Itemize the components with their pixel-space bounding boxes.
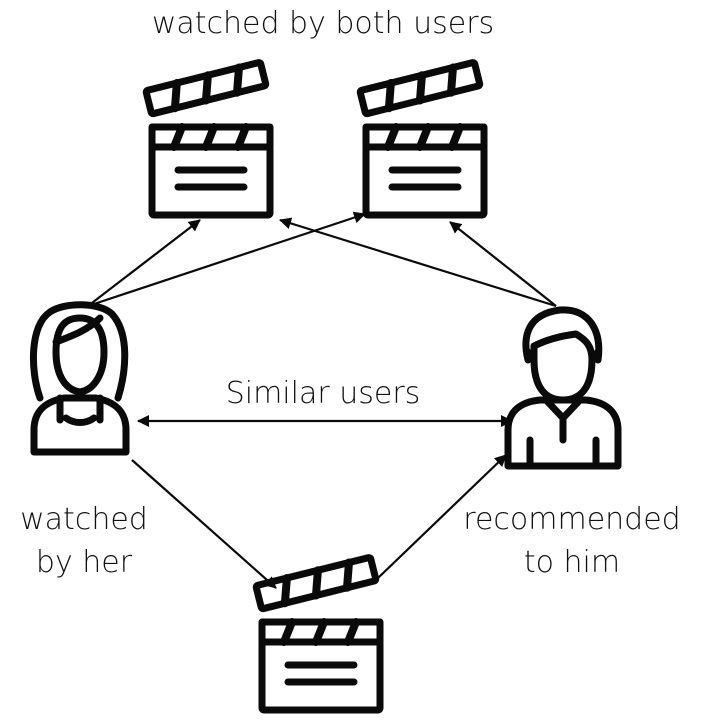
edge-him-to-movie-1 [279,217,557,308]
clapperboard-icon [256,557,380,710]
label-similar-users: Similar users [226,376,421,411]
edge-her-to-movie-1 [87,219,201,307]
label-watched-by-both: watched by both users [152,6,494,41]
edge-her-to-movie-2 [87,211,366,308]
man-icon [504,306,622,470]
label-watched-by-her-line1: watched [20,502,148,537]
clapperboard-icon [146,62,270,215]
edges [87,211,557,589]
edge-him-to-movie-2 [449,221,557,307]
label-recommended-line2: to him [524,545,620,580]
edge-her-to-movie-3 [131,459,277,589]
label-watched-by-her-line2: by her [36,545,133,580]
label-recommended-line1: recommended [463,502,680,537]
clapperboard-icon [360,62,484,215]
woman-icon [29,301,130,456]
edge-movie-3-to-him [377,454,507,579]
